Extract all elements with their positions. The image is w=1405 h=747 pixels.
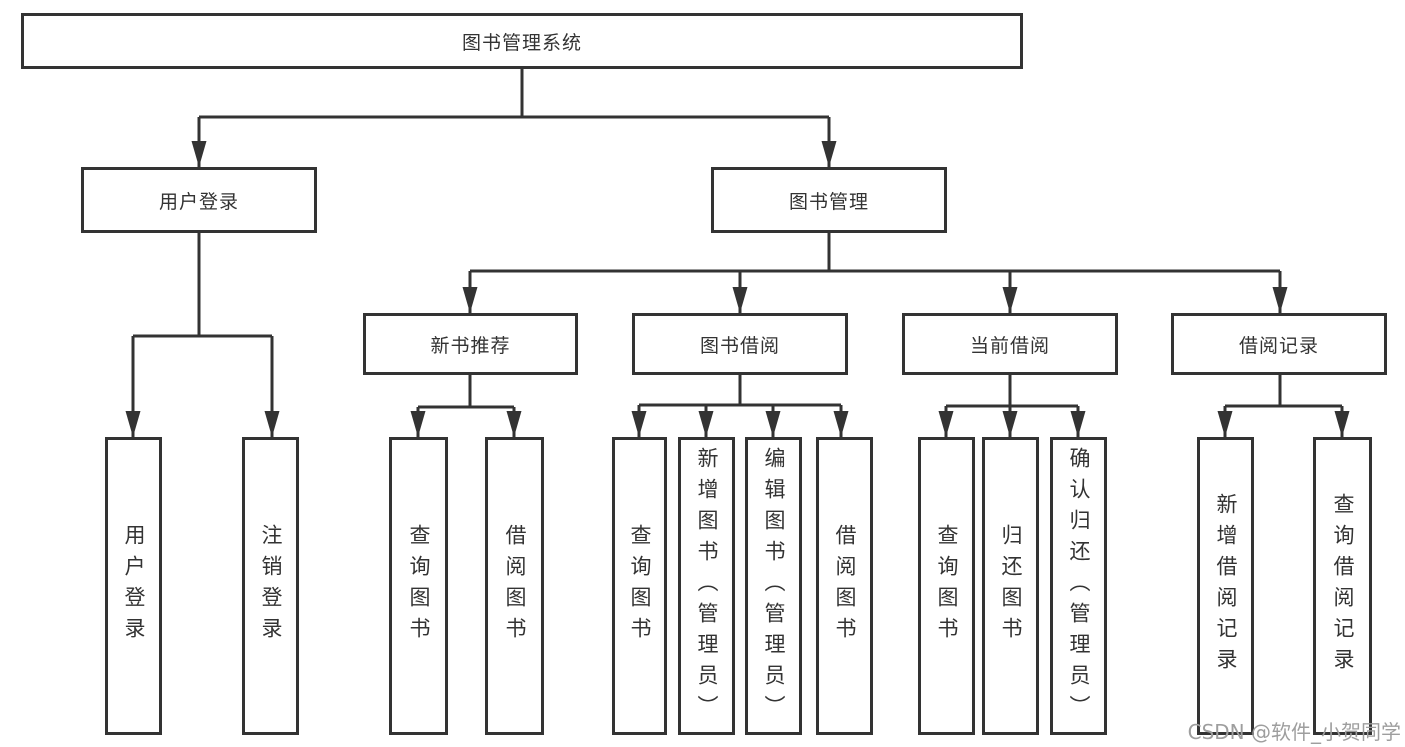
- leaf-borrow-books-recommend-label: 借阅图书: [503, 524, 527, 648]
- node-user-login-label: 用户登录: [158, 190, 239, 213]
- leaf-borrow-books-recommend: 借阅图书: [485, 437, 544, 735]
- leaf-confirm-return-admin-label: 确认归还（管理员）: [1067, 446, 1091, 726]
- node-new-book-recommend: 新书推荐: [363, 313, 578, 375]
- leaf-user-login-label: 用户登录: [122, 524, 146, 648]
- leaf-logout: 注销登录: [242, 437, 299, 735]
- leaf-query-borrow-record-label: 查询借阅记录: [1331, 493, 1355, 679]
- leaf-add-book-admin-label: 新增图书（管理员）: [695, 446, 719, 726]
- leaf-add-borrow-record-label: 新增借阅记录: [1214, 493, 1238, 679]
- node-book-borrow-label: 图书借阅: [699, 334, 780, 357]
- leaf-return-book-label: 归还图书: [999, 524, 1023, 648]
- node-borrow-records: 借阅记录: [1171, 313, 1387, 375]
- leaf-add-book-admin: 新增图书（管理员）: [678, 437, 735, 735]
- node-borrow-records-label: 借阅记录: [1238, 334, 1319, 357]
- leaf-user-login: 用户登录: [105, 437, 162, 735]
- node-new-book-recommend-label: 新书推荐: [430, 334, 511, 357]
- leaf-query-borrow-record: 查询借阅记录: [1313, 437, 1372, 735]
- node-root: 图书管理系统: [21, 13, 1023, 69]
- leaf-add-borrow-record: 新增借阅记录: [1197, 437, 1254, 735]
- node-book-management: 图书管理: [711, 167, 947, 233]
- leaf-edit-book-admin: 编辑图书（管理员）: [745, 437, 802, 735]
- node-current-borrow-label: 当前借阅: [969, 334, 1050, 357]
- leaf-edit-book-admin-label: 编辑图书（管理员）: [762, 446, 786, 726]
- leaf-query-books-current: 查询图书: [918, 437, 975, 735]
- node-current-borrow: 当前借阅: [902, 313, 1118, 375]
- leaf-logout-label: 注销登录: [259, 524, 283, 648]
- leaf-query-books-borrow: 查询图书: [612, 437, 667, 735]
- node-user-login: 用户登录: [81, 167, 317, 233]
- node-book-management-label: 图书管理: [788, 190, 869, 213]
- leaf-return-book: 归还图书: [982, 437, 1039, 735]
- node-book-borrow: 图书借阅: [632, 313, 848, 375]
- leaf-query-books-recommend-label: 查询图书: [407, 524, 431, 648]
- node-root-label: 图书管理系统: [461, 31, 582, 54]
- csdn-watermark: CSDN @软件_小贺同学: [1187, 720, 1401, 744]
- leaf-confirm-return-admin: 确认归还（管理员）: [1050, 437, 1107, 735]
- leaf-borrow-books-label: 借阅图书: [833, 524, 857, 648]
- leaf-borrow-books: 借阅图书: [816, 437, 873, 735]
- leaf-query-books-current-label: 查询图书: [935, 524, 959, 648]
- leaf-query-books-borrow-label: 查询图书: [628, 524, 652, 648]
- leaf-query-books-recommend: 查询图书: [389, 437, 448, 735]
